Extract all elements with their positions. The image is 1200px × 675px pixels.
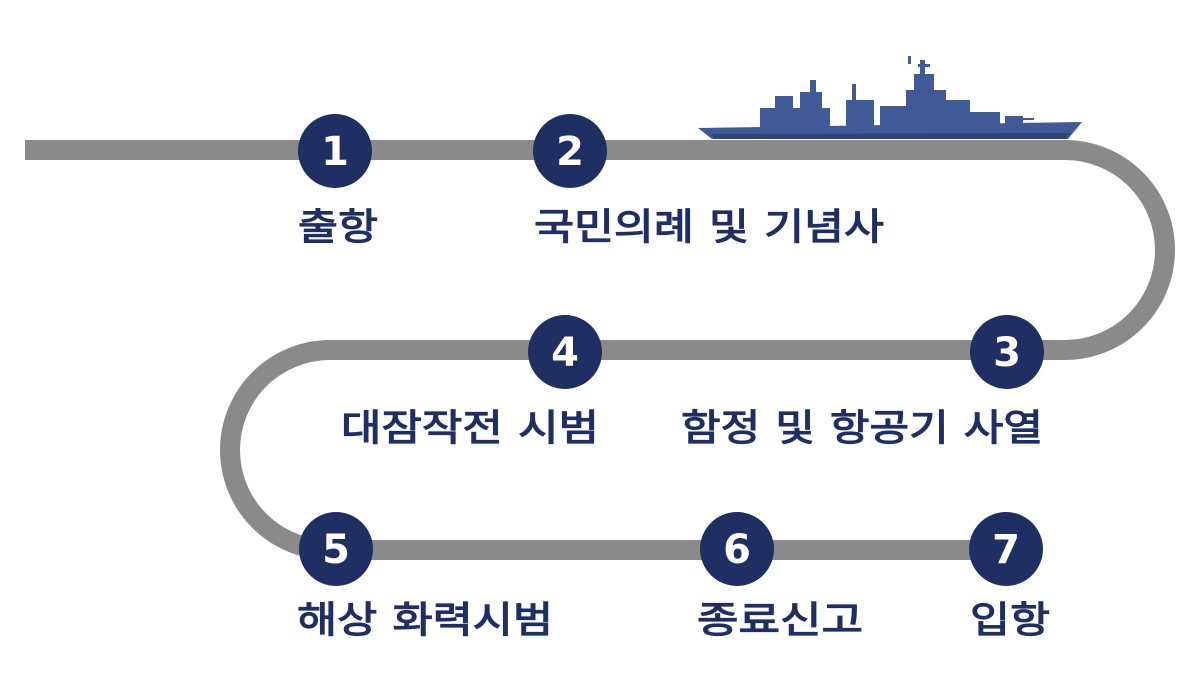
step-marker-3: 3 (970, 315, 1044, 389)
step-label-7: 입항 (970, 599, 1050, 642)
step-label-2: 국민의례 및 기념사 (534, 206, 884, 249)
step-marker-2: 2 (533, 114, 607, 188)
step-label-3: 함정 및 항공기 사열 (681, 407, 1043, 450)
step-number: 5 (322, 527, 350, 573)
step-number: 1 (321, 129, 349, 175)
step-label-1: 출항 (298, 206, 378, 249)
step-number: 6 (723, 527, 751, 573)
step-marker-5: 5 (299, 512, 373, 586)
step-marker-4: 4 (528, 315, 602, 389)
step-number: 3 (993, 330, 1021, 376)
step-label-5: 해상 화력시범 (297, 599, 553, 642)
step-number: 2 (556, 129, 584, 175)
step-marker-7: 7 (969, 512, 1043, 586)
warship-icon (698, 56, 1082, 139)
route-track (25, 140, 1175, 560)
step-number: 4 (551, 330, 579, 376)
step-marker-1: 1 (298, 114, 372, 188)
step-label-6: 종료신고 (697, 599, 863, 642)
step-number: 7 (992, 527, 1020, 573)
step-label-4: 대잠작전 시범 (341, 407, 599, 450)
step-marker-6: 6 (700, 512, 774, 586)
